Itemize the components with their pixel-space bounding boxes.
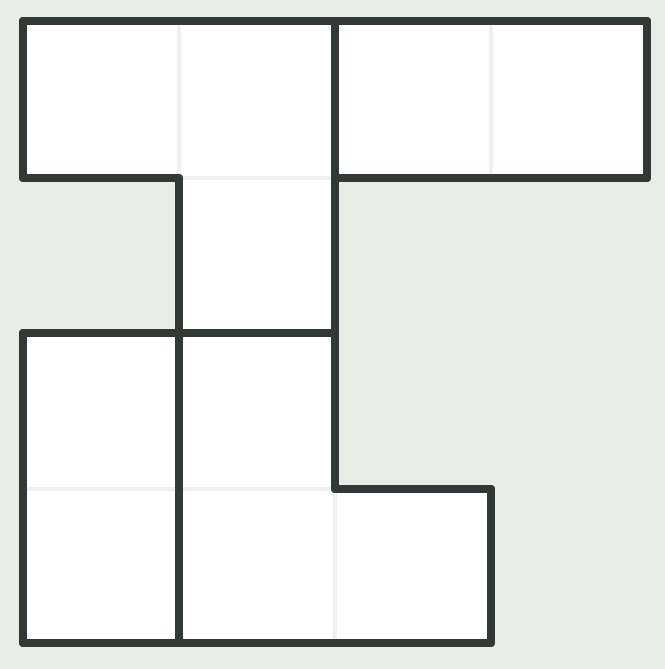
grid-cell-r0-c3[interactable] <box>491 21 647 178</box>
region-borders <box>19 17 651 647</box>
grid-cell-r2-c0[interactable] <box>23 333 179 489</box>
grid-cell-r2-c1[interactable] <box>179 333 335 489</box>
grid-cell-r3-c1[interactable] <box>179 489 335 643</box>
grid-cell-r3-c2[interactable] <box>335 489 491 643</box>
cell-dividers <box>25 23 493 641</box>
grid-cell-r0-c2[interactable] <box>335 21 491 178</box>
grid-cell-r1-c1[interactable] <box>179 178 335 333</box>
grid-cell-r0-c1[interactable] <box>179 21 335 178</box>
grid-cell-r3-c0[interactable] <box>23 489 179 643</box>
grid-cell-r0-c0[interactable] <box>23 21 179 178</box>
cells-layer <box>23 21 647 643</box>
